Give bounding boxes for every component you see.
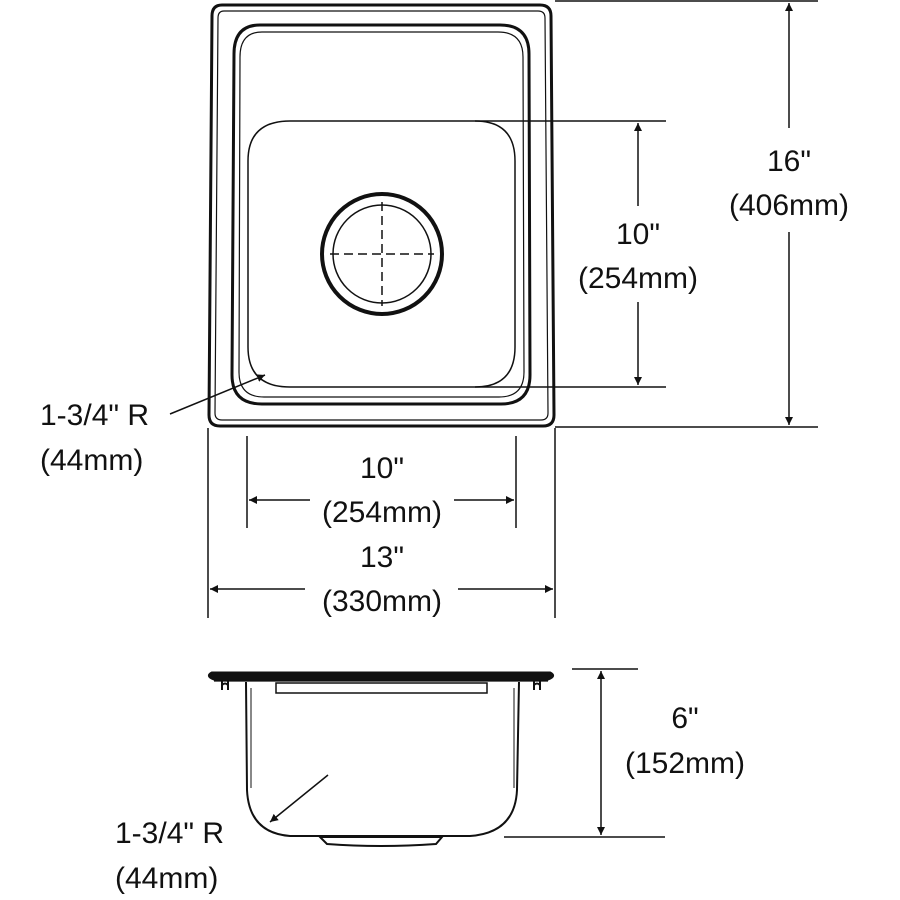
overall-width-inches: 13" — [360, 541, 404, 574]
sink-inner-rim — [230, 23, 532, 406]
corner-radius-leader-side — [269, 774, 329, 823]
dimension-overall-height — [555, 0, 818, 428]
corner-radius-top-mm: (44mm) — [40, 444, 143, 477]
corner-radius-top-inches: 1-3/4" R — [40, 399, 149, 432]
drain-outer — [320, 192, 444, 316]
corner-radius-side-inches: 1-3/4" R — [115, 817, 224, 850]
mounting-clip-right — [533, 681, 541, 690]
depth-inches: 6" — [671, 702, 698, 735]
corner-radius-leader-top — [169, 374, 266, 415]
top-view — [207, 3, 556, 428]
overall-height-mm: (406mm) — [729, 189, 849, 222]
mounting-clip-left — [221, 681, 229, 690]
overall-width-mm: (330mm) — [322, 585, 442, 618]
overall-height-inches: 16" — [767, 145, 811, 178]
dimension-depth — [504, 668, 665, 838]
bowl-length-mm: (254mm) — [578, 262, 698, 295]
bowl-length-inches: 10" — [616, 218, 660, 251]
corner-radius-side-mm: (44mm) — [115, 862, 218, 895]
side-view — [207, 671, 555, 847]
bowl-bottom-outline — [247, 120, 516, 388]
bowl-width-mm: (254mm) — [322, 496, 442, 529]
dimension-overall-width — [207, 428, 556, 618]
drain-bottom — [317, 836, 445, 847]
sink-rim-flange — [207, 671, 555, 681]
dimension-bowl-width — [246, 436, 517, 528]
depth-mm: (152mm) — [625, 747, 745, 780]
sink-outer-rim — [207, 3, 556, 428]
sink-bowl-profile — [245, 681, 520, 837]
dimension-bowl-length — [475, 120, 666, 388]
bowl-width-inches: 10" — [360, 452, 404, 485]
